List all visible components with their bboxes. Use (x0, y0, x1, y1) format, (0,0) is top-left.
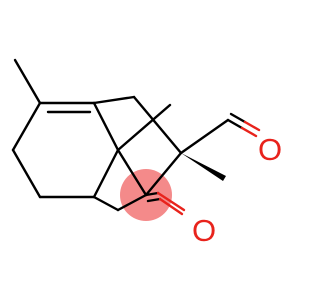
bond-ch2-to-quaternary (132, 95, 183, 155)
bond-ketone-co-red-inner (158, 197, 184, 216)
bond-bridgehead-to-ketone-carbon (116, 148, 148, 197)
bond-ring-c1-c6 (11, 101, 42, 152)
bond-aldehyde-co-black-2 (229, 112, 247, 124)
bond-c4-to-ch2 (92, 195, 120, 212)
molecule-structure-diagram: O O (11, 58, 283, 248)
bond-ketone-carbon-to-quaternary (144, 151, 183, 197)
bond-alkene-to-ch2 (92, 95, 136, 105)
bond-methyl-to-ring (13, 58, 42, 105)
atom-label-ketone-oxygen: O (192, 213, 216, 248)
wedge-bond-methyl (181, 153, 226, 181)
bond-aldehyde-co-red-2 (243, 120, 261, 132)
bond-alkene-to-bridgehead (92, 101, 120, 152)
bond-quaternary-to-cho (179, 118, 230, 155)
bond-ring-c6-c5 (11, 148, 42, 199)
bond-c4-to-bridgehead (92, 148, 120, 199)
bond-aldehyde-co-black (226, 118, 244, 130)
bond-ketone-co-red-outer (156, 191, 186, 212)
bond-aldehyde-co-red (240, 126, 258, 138)
bond-ketone-co-outer (144, 191, 160, 197)
bond-ketone-co-inner (146, 197, 162, 203)
atom-label-aldehyde-oxygen: O (258, 132, 282, 167)
bond-bridgehead-methyl (116, 103, 172, 152)
bond-ch2-to-ketone-carbon (116, 193, 148, 212)
